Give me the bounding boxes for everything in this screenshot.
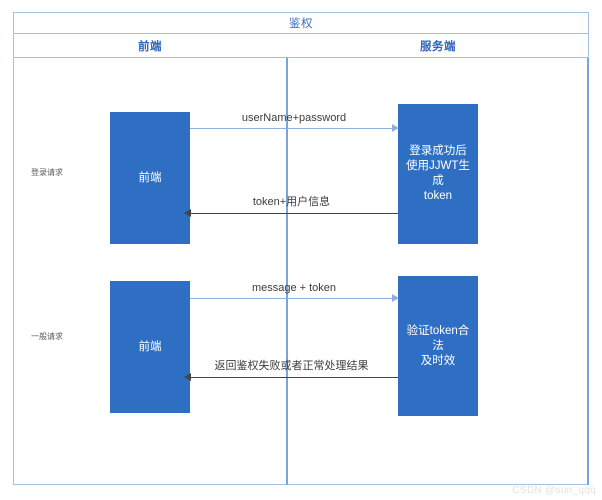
arrow-line-icon: [190, 128, 398, 129]
arrow-line-icon: [185, 213, 398, 214]
activation-box-server-normal-label: 验证token合法 及时效: [406, 324, 470, 367]
arrow-head-right-icon: [392, 124, 399, 132]
diagram-title-band: 鉴权: [13, 12, 589, 34]
page-title: 鉴权: [289, 17, 313, 30]
participant-label-frontend: 前端: [138, 40, 162, 53]
participant-header-band: 前端 服务端: [13, 34, 589, 58]
message-arrow-login-response: token+用户信息: [184, 196, 398, 217]
activation-box-frontend-login-label: 前端: [138, 171, 162, 184]
message-label-login-request: userName+password: [241, 112, 347, 124]
lifeline-divider-right: [587, 58, 589, 485]
row-label-login-request: 登录请求: [31, 168, 63, 177]
message-arrow-normal-response: 返回鉴权失败或者正常处理结果: [184, 360, 398, 381]
activation-box-server-login[interactable]: 登录成功后 使用JJWT生成 token: [398, 104, 478, 244]
participant-header-frontend: 前端: [13, 34, 287, 57]
message-label-login-response: token+用户信息: [252, 196, 331, 208]
participant-header-server: 服务端: [287, 34, 589, 57]
diagram-frame: [13, 12, 589, 485]
activation-box-frontend-normal[interactable]: 前端: [110, 281, 190, 413]
message-label-normal-request: message + token: [251, 282, 337, 294]
message-arrow-normal-request: message + token: [190, 282, 399, 302]
activation-box-server-normal[interactable]: 验证token合法 及时效: [398, 276, 478, 416]
lifeline-divider-center: [286, 58, 288, 485]
watermark: CSDN @sun_qqq: [512, 485, 596, 496]
message-label-normal-response: 返回鉴权失败或者正常处理结果: [214, 360, 369, 372]
row-label-normal-request: 一般请求: [31, 332, 63, 341]
participant-label-server: 服务端: [420, 40, 456, 53]
arrow-line-icon: [190, 298, 398, 299]
arrow-line-icon: [185, 377, 398, 378]
arrow-head-left-icon: [184, 209, 191, 217]
message-arrow-login-request: userName+password: [190, 112, 399, 132]
activation-box-frontend-login[interactable]: 前端: [110, 112, 190, 244]
activation-box-server-login-label: 登录成功后 使用JJWT生成 token: [406, 145, 470, 202]
arrow-head-right-icon: [392, 294, 399, 302]
arrow-head-left-icon: [184, 373, 191, 381]
activation-box-frontend-normal-label: 前端: [138, 340, 162, 353]
